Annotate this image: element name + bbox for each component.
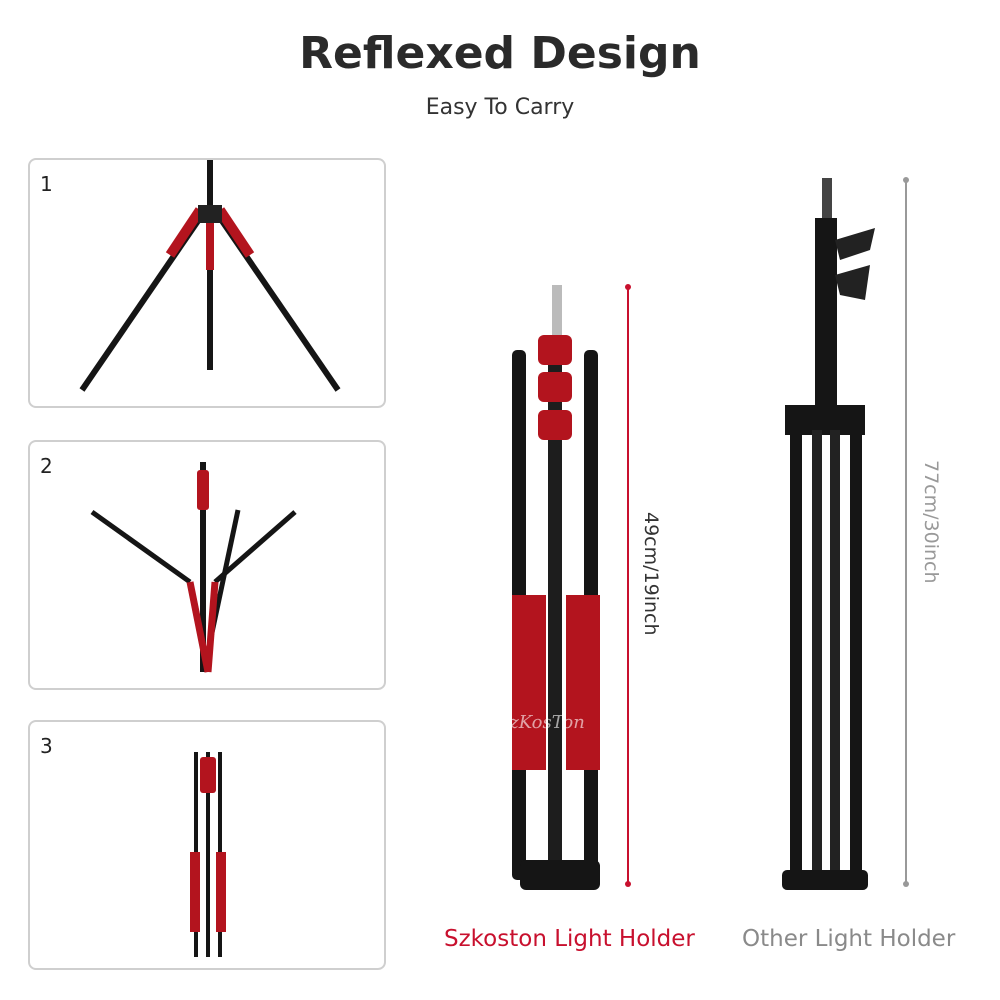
tripod-folding-image [90, 462, 297, 673]
watermark: szKosTon [500, 712, 585, 733]
step-panel-1: 1 [28, 158, 386, 408]
other-caption: Other Light Holder [742, 926, 956, 952]
szkoston-caption: Szkoston Light Holder [444, 926, 695, 952]
szkoston-light-holder-image [512, 285, 600, 890]
step-panel-2: 2 [28, 440, 386, 690]
page-title: Reflexed Design [299, 28, 701, 79]
tripod-folded-image [190, 752, 226, 957]
step-number: 2 [40, 454, 53, 478]
step-number: 1 [40, 172, 53, 196]
step-number: 3 [40, 734, 53, 758]
step-panel-3: 3 [28, 720, 386, 970]
other-light-holder-image [782, 178, 875, 890]
szkoston-height-label: 49cm/19inch [640, 512, 662, 636]
tripod-open-image [79, 160, 341, 392]
other-height-label: 77cm/30inch [920, 460, 942, 584]
page-subtitle: Easy To Carry [425, 95, 575, 120]
